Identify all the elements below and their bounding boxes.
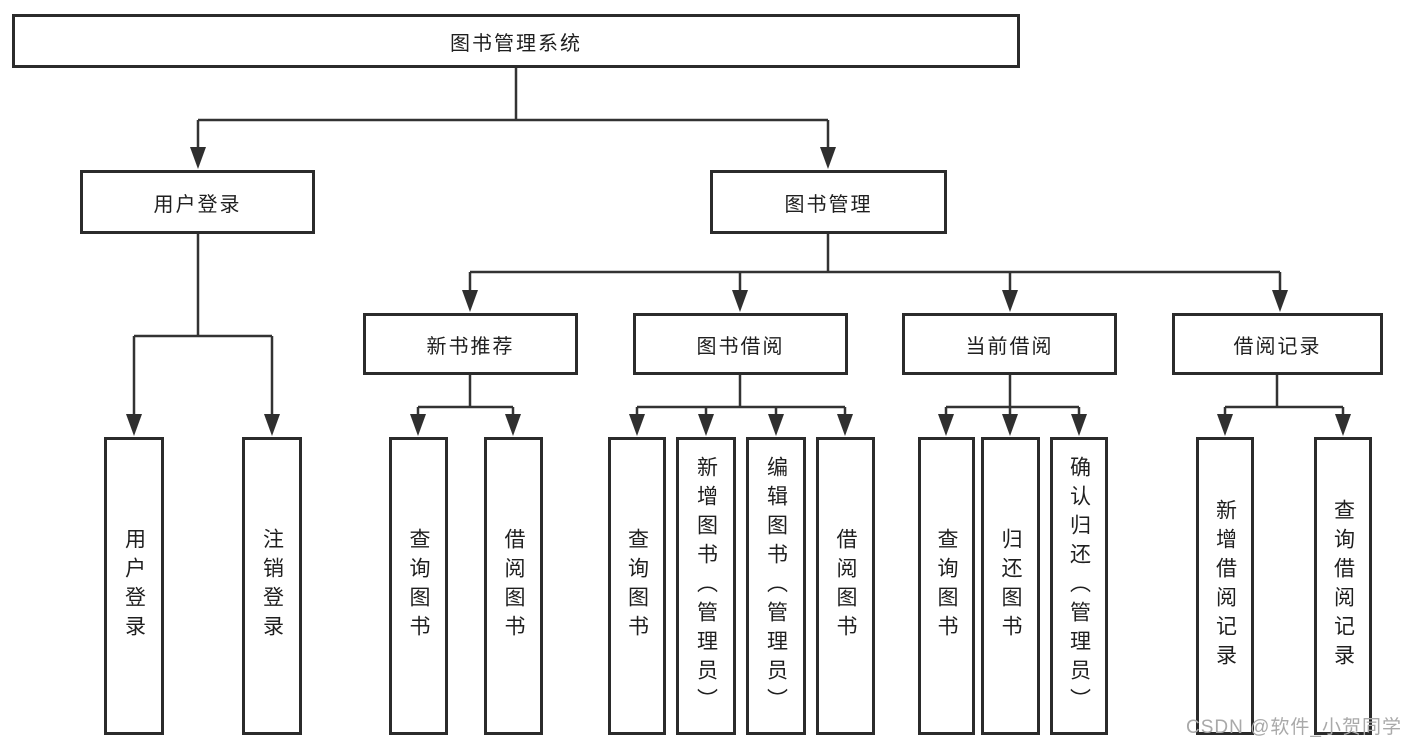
leaf-borrow-books-1: 借阅图书 [484, 437, 543, 735]
node-label: 新书推荐 [426, 335, 515, 358]
node-label: 新增借阅记录 [1213, 499, 1237, 673]
leaf-query-books-2: 查询图书 [608, 437, 666, 735]
connector-current-borrow-to-leaves [944, 375, 1081, 420]
leaf-return-book: 归还图书 [981, 437, 1040, 735]
leaf-borrow-books-2: 借阅图书 [816, 437, 875, 735]
node-label: 借阅图书 [834, 528, 858, 644]
node-borrow-records: 借阅记录 [1172, 313, 1383, 375]
csdn-watermark: CSDN @软件_小贺同学 [1186, 717, 1402, 738]
arrow-down-icon [126, 414, 142, 436]
leaf-add-book-admin: 新增图书（管理员） [676, 437, 736, 735]
arrow-down-icon [820, 147, 836, 169]
node-user-login-branch: 用户登录 [80, 170, 315, 234]
arrow-down-icon [938, 414, 954, 436]
arrow-down-icon [629, 414, 645, 436]
arrow-down-icon [1002, 290, 1018, 312]
node-label: 新增图书（管理员） [694, 455, 718, 717]
arrow-down-icon [462, 290, 478, 312]
arrow-down-icon [190, 147, 206, 169]
arrow-down-icon [505, 414, 521, 436]
node-label: 确认归还（管理员） [1067, 455, 1091, 717]
node-label: 查询借阅记录 [1331, 499, 1355, 673]
arrow-down-icon [768, 414, 784, 436]
node-label: 当前借阅 [965, 335, 1054, 358]
node-label: 查询图书 [935, 528, 959, 644]
connector-user-login-to-leaves [132, 234, 274, 420]
node-label: 图书借阅 [696, 335, 785, 358]
arrow-down-icon [837, 414, 853, 436]
arrow-down-icon [1071, 414, 1087, 436]
node-label: 查询图书 [625, 528, 649, 644]
connector-root-to-level2 [196, 68, 830, 152]
node-label: 查询图书 [407, 528, 431, 644]
arrowheads-group [126, 147, 1351, 436]
connector-book-borrow-to-leaves [635, 375, 847, 420]
node-label: 图书管理 [784, 193, 873, 216]
arrow-down-icon [1335, 414, 1351, 436]
node-label: 编辑图书（管理员） [764, 455, 788, 717]
node-new-book-recommend: 新书推荐 [363, 313, 578, 375]
leaf-add-borrow-record: 新增借阅记录 [1196, 437, 1254, 735]
arrow-down-icon [1272, 290, 1288, 312]
arrow-down-icon [264, 414, 280, 436]
node-label: 用户登录 [122, 528, 146, 644]
node-label: 注销登录 [260, 528, 284, 644]
leaf-edit-book-admin: 编辑图书（管理员） [746, 437, 806, 735]
node-current-borrow: 当前借阅 [902, 313, 1117, 375]
leaf-confirm-return-admin: 确认归还（管理员） [1050, 437, 1108, 735]
node-label: 借阅图书 [502, 528, 526, 644]
node-label: 图书管理系统 [450, 32, 582, 55]
leaf-query-books-1: 查询图书 [389, 437, 448, 735]
node-library-management-system: 图书管理系统 [12, 14, 1020, 68]
arrow-down-icon [732, 290, 748, 312]
node-book-borrow: 图书借阅 [633, 313, 848, 375]
connector-book-management-to-level3 [468, 234, 1282, 296]
arrow-down-icon [698, 414, 714, 436]
leaf-query-books-3: 查询图书 [918, 437, 975, 735]
node-book-management: 图书管理 [710, 170, 947, 234]
node-label: 用户登录 [153, 193, 242, 216]
connector-new-book-to-leaves [416, 375, 515, 420]
arrow-down-icon [410, 414, 426, 436]
connector-borrow-records-to-leaves [1223, 375, 1345, 420]
leaf-query-borrow-record: 查询借阅记录 [1314, 437, 1372, 735]
arrow-down-icon [1217, 414, 1233, 436]
leaf-logout: 注销登录 [242, 437, 302, 735]
node-label: 归还图书 [999, 528, 1023, 644]
arrow-down-icon [1002, 414, 1018, 436]
leaf-user-login: 用户登录 [104, 437, 164, 735]
node-label: 借阅记录 [1233, 335, 1322, 358]
